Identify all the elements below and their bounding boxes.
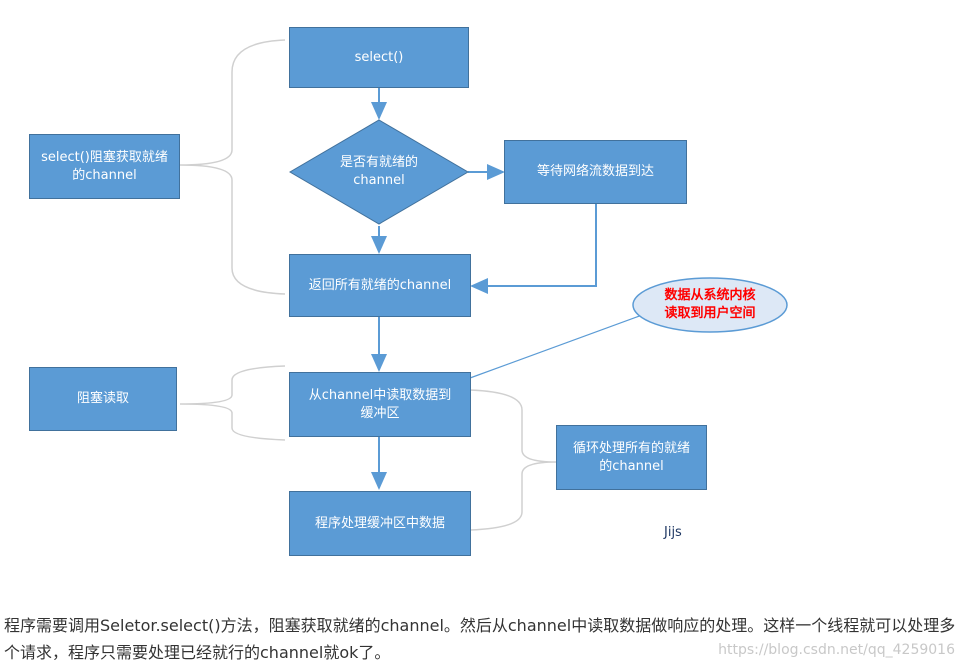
step-wait-label: 等待网络流数据到达: [536, 164, 654, 179]
decision-diamond: [289, 119, 469, 225]
brace-select: [179, 39, 286, 295]
step-process: 程序处理缓冲区中数据: [289, 491, 471, 556]
signature: Jijs: [664, 525, 682, 540]
watermark-url: https://blog.csdn.net/qq_4259016: [718, 642, 955, 658]
caption-paragraph: 程序需要调用Seletor.select()方法，阻塞获取就绪的channel。…: [4, 612, 959, 666]
kernel-note-ellipse: [632, 277, 788, 333]
flowchart-connectors: [179, 39, 788, 531]
note-select-blocking-label: select()阻塞获取就绪 的channel: [41, 149, 168, 183]
step-return-ready-label: 返回所有就绪的channel: [308, 277, 452, 293]
step-process-label: 程序处理缓冲区中数据: [314, 515, 445, 531]
arrow-wait-to-return: [470, 203, 597, 294]
kernel-note-label: 数据从系统内核 读取到用户空间: [664, 288, 756, 321]
note-blocking-read-label: 阻塞读取: [76, 391, 129, 406]
step-select-label: select(): [354, 49, 404, 65]
step-read-channel: 从channel中读取数据到 缓冲区: [289, 372, 471, 437]
step-select: select(): [289, 27, 469, 88]
caption-text: 程序需要调用Seletor.select()方法，阻塞获取就绪的channel。…: [4, 616, 956, 662]
note-loop-ready: 循环处理所有的就绪 的channel: [556, 425, 707, 490]
brace-read: [179, 365, 286, 441]
note-blocking-read: 阻塞读取: [29, 367, 177, 431]
step-wait: 等待网络流数据到达: [504, 140, 687, 204]
note-select-blocking: select()阻塞获取就绪 的channel: [29, 134, 180, 199]
brace-loop: [469, 389, 557, 531]
ellipse-connector: [469, 313, 646, 379]
step-return-ready: 返回所有就绪的channel: [289, 254, 471, 317]
decision-label: 是否有就绪的 channel: [339, 155, 418, 188]
note-loop-ready-label: 循环处理所有的就绪 的channel: [572, 440, 690, 474]
step-read-channel-label: 从channel中读取数据到 缓冲区: [308, 387, 452, 421]
